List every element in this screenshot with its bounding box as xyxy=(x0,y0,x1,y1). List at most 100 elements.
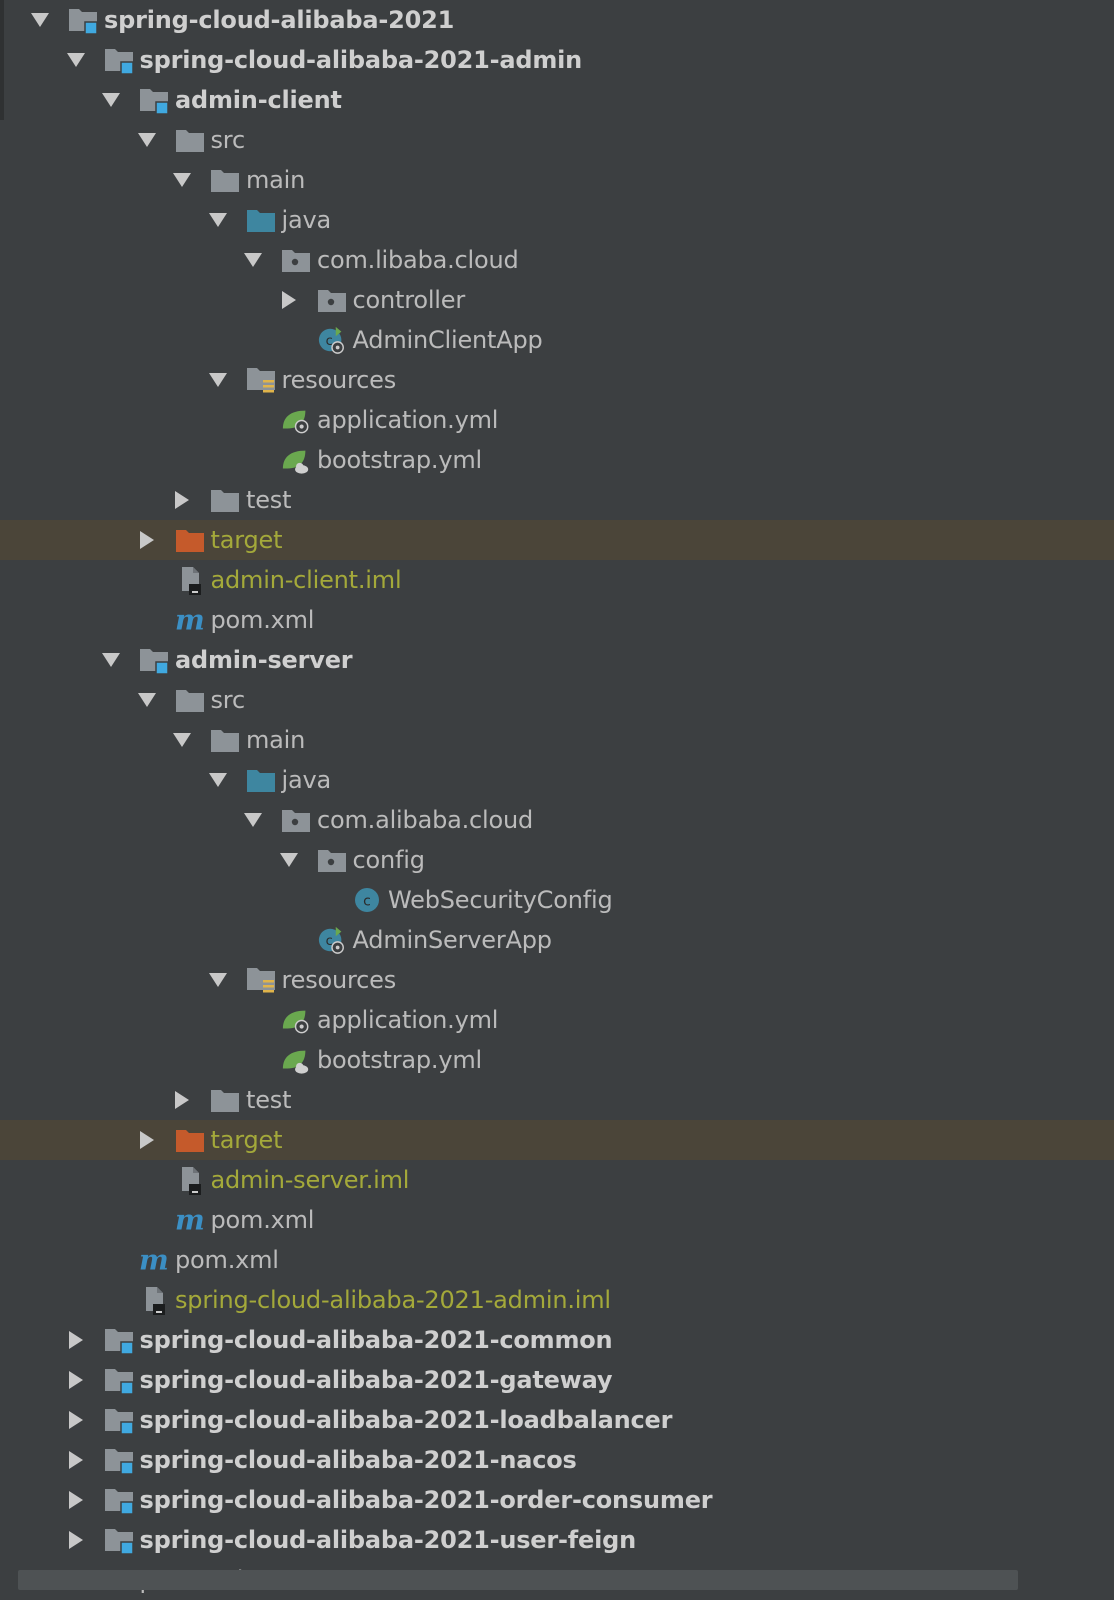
collapse-arrow-icon[interactable] xyxy=(66,1330,86,1350)
tree-node[interactable]: admin-server xyxy=(0,640,1114,680)
tree-node[interactable]: bootstrap.yml xyxy=(0,440,1114,480)
svg-text:c: c xyxy=(325,334,332,349)
expand-arrow-icon[interactable] xyxy=(66,50,86,70)
expand-arrow-icon[interactable] xyxy=(208,770,228,790)
tree-node[interactable]: spring-cloud-alibaba-2021 xyxy=(0,0,1114,40)
expand-arrow-icon[interactable] xyxy=(172,170,192,190)
collapse-arrow-icon[interactable] xyxy=(137,530,157,550)
module-folder-icon xyxy=(68,5,98,35)
tree-node[interactable]: admin-server.iml xyxy=(0,1160,1114,1200)
tree-node[interactable]: target xyxy=(0,1120,1114,1160)
collapse-arrow-icon[interactable] xyxy=(137,1130,157,1150)
tree-node[interactable]: java xyxy=(0,200,1114,240)
package-icon xyxy=(281,245,311,275)
tree-node[interactable]: resources xyxy=(0,360,1114,400)
expand-arrow-icon[interactable] xyxy=(208,370,228,390)
tree-node[interactable]: test xyxy=(0,480,1114,520)
tree-node-label: spring-cloud-alibaba-2021-admin.iml xyxy=(175,1286,611,1314)
module-folder-icon xyxy=(104,1445,134,1475)
collapse-arrow-icon[interactable] xyxy=(172,490,192,510)
expand-arrow-icon[interactable] xyxy=(208,970,228,990)
tree-node-label: config xyxy=(352,846,425,874)
tree-node-label: admin-client.iml xyxy=(210,566,402,594)
tree-node-label: bootstrap.yml xyxy=(317,1046,483,1074)
tree-node-label: src xyxy=(210,126,246,154)
tree-node[interactable]: com.libaba.cloud xyxy=(0,240,1114,280)
tree-node-label: com.libaba.cloud xyxy=(317,246,519,274)
tree-node-label: controller xyxy=(352,286,466,314)
tree-node-label: target xyxy=(210,526,283,554)
tree-node[interactable]: test xyxy=(0,1080,1114,1120)
module-folder-icon xyxy=(104,1405,134,1435)
tree-node[interactable]: bootstrap.yml xyxy=(0,1040,1114,1080)
expand-arrow-icon[interactable] xyxy=(243,810,263,830)
tree-node-label: admin-server.iml xyxy=(210,1166,410,1194)
tree-node[interactable]: spring-cloud-alibaba-2021-gateway xyxy=(0,1360,1114,1400)
tree-node[interactable]: spring-cloud-alibaba-2021-order-consumer xyxy=(0,1480,1114,1520)
spring-yml-cloud-icon xyxy=(281,445,311,475)
tree-node[interactable]: main xyxy=(0,720,1114,760)
tree-node[interactable]: config xyxy=(0,840,1114,880)
collapse-arrow-icon[interactable] xyxy=(66,1530,86,1550)
tree-node-label: AdminClientApp xyxy=(352,326,543,354)
tree-node[interactable]: application.yml xyxy=(0,400,1114,440)
svg-text:m: m xyxy=(175,605,205,635)
expand-arrow-icon[interactable] xyxy=(208,210,228,230)
svg-text:c: c xyxy=(363,894,371,910)
tree-node[interactable]: com.alibaba.cloud xyxy=(0,800,1114,840)
spring-yml-gear-icon xyxy=(281,1005,311,1035)
collapse-arrow-icon[interactable] xyxy=(66,1490,86,1510)
resources-folder-icon xyxy=(246,365,276,395)
collapse-arrow-icon[interactable] xyxy=(279,290,299,310)
expand-arrow-icon[interactable] xyxy=(243,250,263,270)
tree-node-label: test xyxy=(246,486,292,514)
tree-node-label: spring-cloud-alibaba-2021-gateway xyxy=(139,1366,613,1394)
tree-node[interactable]: spring-cloud-alibaba-2021-admin xyxy=(0,40,1114,80)
horizontal-scrollbar[interactable] xyxy=(18,1570,1018,1590)
maven-icon: m xyxy=(175,605,205,635)
iml-file-icon xyxy=(139,1285,169,1315)
tree-node[interactable]: resources xyxy=(0,960,1114,1000)
tree-node-label: admin-client xyxy=(175,86,342,114)
expand-arrow-icon[interactable] xyxy=(101,90,121,110)
tree-node-label: application.yml xyxy=(317,406,499,434)
folder-icon xyxy=(210,165,240,195)
tree-node[interactable]: spring-cloud-alibaba-2021-user-feign xyxy=(0,1520,1114,1560)
expand-arrow-icon[interactable] xyxy=(172,730,192,750)
expand-arrow-icon[interactable] xyxy=(279,850,299,870)
excluded-folder-icon xyxy=(175,525,205,555)
tree-node[interactable]: spring-cloud-alibaba-2021-common xyxy=(0,1320,1114,1360)
expand-arrow-icon[interactable] xyxy=(137,130,157,150)
tree-node[interactable]: main xyxy=(0,160,1114,200)
package-icon xyxy=(317,285,347,315)
collapse-arrow-icon[interactable] xyxy=(66,1410,86,1430)
tree-node[interactable]: admin-client.iml xyxy=(0,560,1114,600)
tree-node[interactable]: java xyxy=(0,760,1114,800)
tree-node-label: main xyxy=(246,726,306,754)
tree-node[interactable]: controller xyxy=(0,280,1114,320)
module-folder-icon xyxy=(139,645,169,675)
expand-arrow-icon[interactable] xyxy=(101,650,121,670)
collapse-arrow-icon[interactable] xyxy=(66,1370,86,1390)
tree-node[interactable]: src xyxy=(0,120,1114,160)
tree-node[interactable]: target xyxy=(0,520,1114,560)
expand-arrow-icon[interactable] xyxy=(137,690,157,710)
collapse-arrow-icon[interactable] xyxy=(172,1090,192,1110)
tree-node[interactable]: src xyxy=(0,680,1114,720)
spring-boot-class-icon: c xyxy=(317,925,347,955)
expand-arrow-icon[interactable] xyxy=(30,10,50,30)
tree-node[interactable]: spring-cloud-alibaba-2021-nacos xyxy=(0,1440,1114,1480)
tree-node[interactable]: application.yml xyxy=(0,1000,1114,1040)
collapse-arrow-icon[interactable] xyxy=(66,1450,86,1470)
tree-node[interactable]: spring-cloud-alibaba-2021-admin.iml xyxy=(0,1280,1114,1320)
tree-node[interactable]: c AdminClientApp xyxy=(0,320,1114,360)
left-gutter xyxy=(0,0,4,120)
tree-node[interactable]: spring-cloud-alibaba-2021-loadbalancer xyxy=(0,1400,1114,1440)
tree-node[interactable]: admin-client xyxy=(0,80,1114,120)
